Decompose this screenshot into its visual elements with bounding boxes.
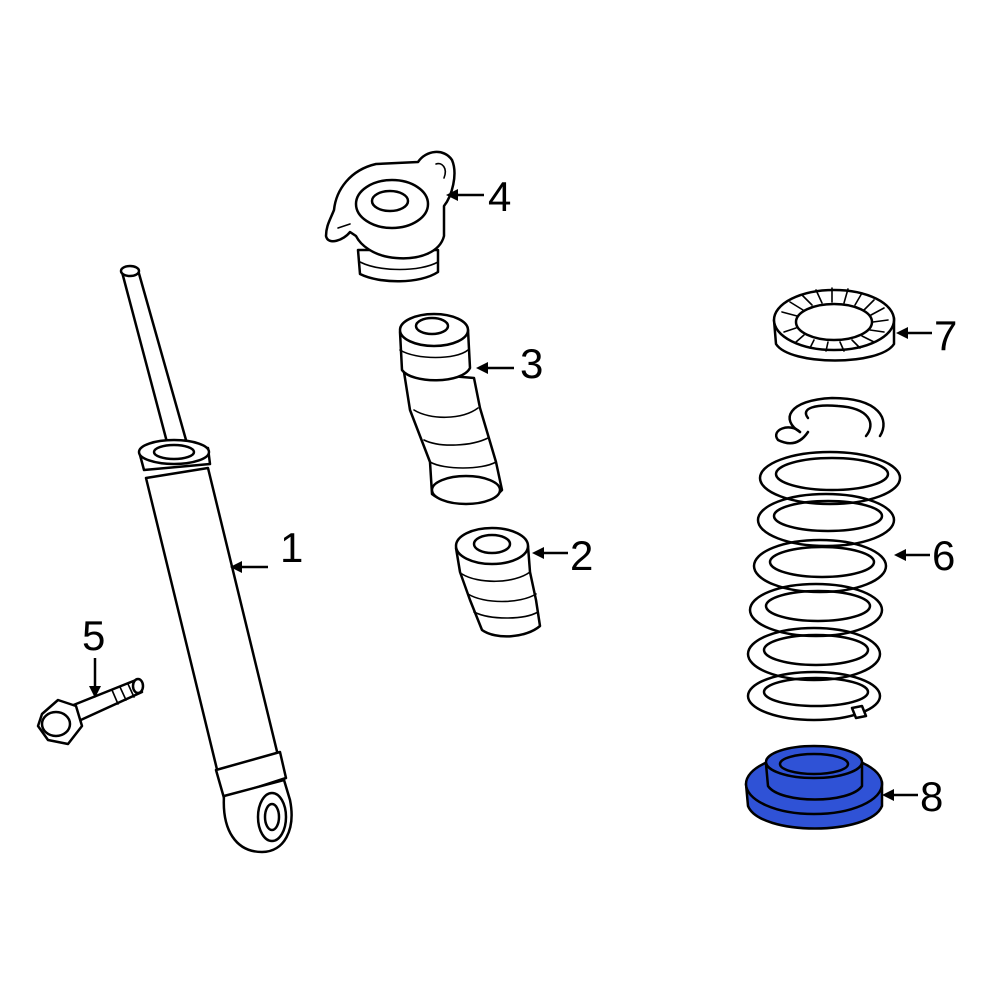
callout-5: 5 <box>82 612 105 698</box>
upper-mount[interactable] <box>324 150 456 283</box>
callout-label-5: 5 <box>82 612 105 659</box>
callout-7: 7 <box>896 312 957 359</box>
lower-spring-insulator[interactable] <box>744 744 884 830</box>
bolt[interactable] <box>36 677 145 746</box>
callout-label-7: 7 <box>934 312 957 359</box>
callout-label-4: 4 <box>488 173 511 220</box>
callout-3: 3 <box>476 340 543 387</box>
coil-spring[interactable] <box>746 396 902 722</box>
callout-label-8: 8 <box>920 773 943 820</box>
callout-label-2: 2 <box>570 532 593 579</box>
dust-boot[interactable] <box>398 312 504 506</box>
bump-stop[interactable] <box>454 526 542 638</box>
callout-2: 2 <box>532 532 593 579</box>
callout-4: 4 <box>446 173 511 220</box>
callout-label-6: 6 <box>932 532 955 579</box>
upper-spring-insulator[interactable] <box>772 287 896 362</box>
callout-label-3: 3 <box>520 340 543 387</box>
callout-6: 6 <box>894 532 955 579</box>
shock-absorber[interactable] <box>119 264 293 854</box>
callout-8: 8 <box>882 773 943 820</box>
callout-1: 1 <box>230 524 303 573</box>
callout-label-1: 1 <box>280 524 303 571</box>
